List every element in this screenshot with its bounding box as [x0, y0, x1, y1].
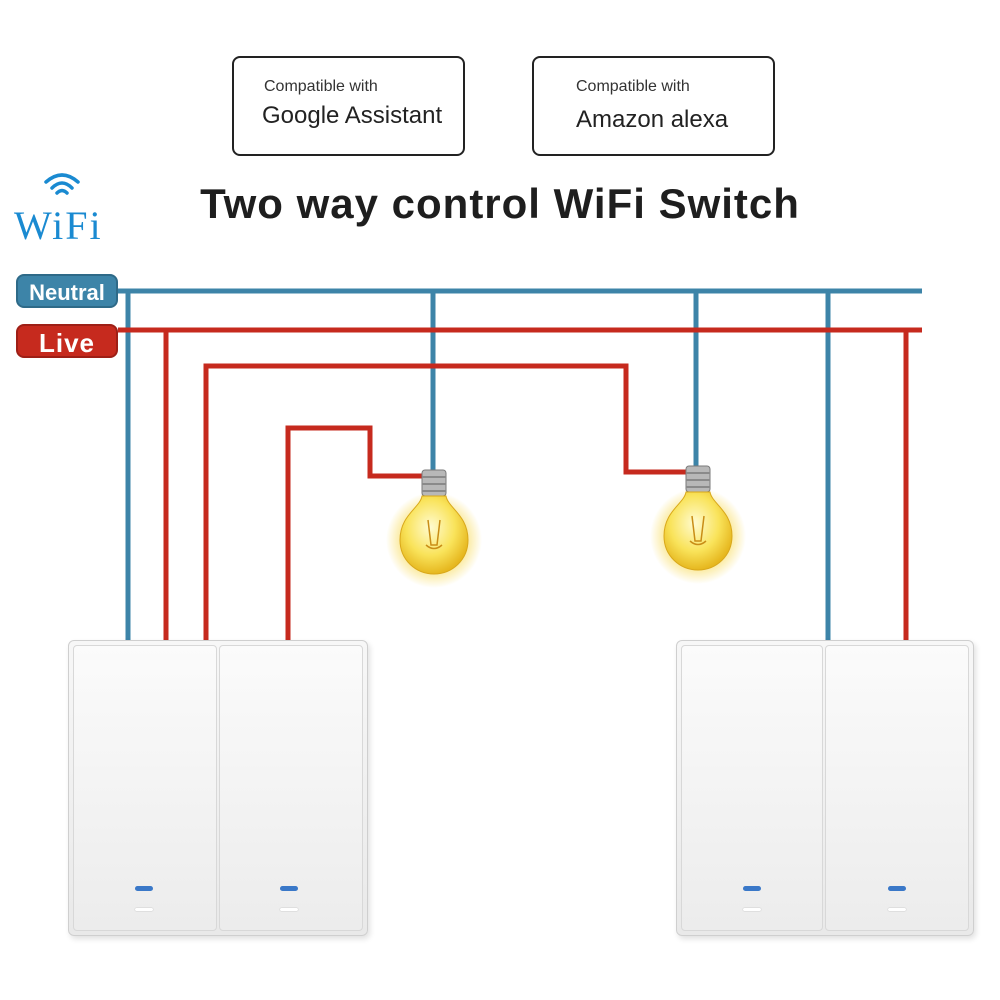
compat-google-label: Google Assistant [262, 102, 443, 129]
page-title: Two way control WiFi Switch [200, 180, 800, 227]
compat-alexa-box: Compatible with Amazon alexa [532, 56, 775, 156]
indicator-line-icon [743, 908, 761, 911]
indicator-line-icon [888, 908, 906, 911]
neutral-wires [118, 288, 922, 640]
compat-alexa-small: Compatible with [576, 78, 690, 95]
live-tag: Live [16, 324, 118, 358]
indicator-led-icon [888, 886, 906, 891]
indicator-line-icon [135, 908, 153, 911]
indicator-line-icon [280, 908, 298, 911]
load-wire-bulb-1 [285, 425, 430, 640]
switch-left-gang-1[interactable] [73, 645, 217, 931]
bulb-1-icon [386, 469, 482, 588]
switch-right-gang-2[interactable] [825, 645, 969, 931]
wifi-signal-icon [44, 173, 80, 195]
wifi-logo: WiFi [12, 170, 122, 250]
compat-google-small: Compatible with [264, 78, 378, 95]
neutral-tag: Neutral [16, 274, 118, 308]
compat-google-box: Compatible with Google Assistant [232, 56, 465, 156]
switch-right-gang-1[interactable] [681, 645, 823, 931]
live-wires [118, 327, 922, 640]
switch-left [68, 640, 368, 936]
load-wire-bulb-2 [203, 363, 692, 640]
indicator-led-icon [135, 886, 153, 891]
indicator-led-icon [743, 886, 761, 891]
wifi-logo-text: WiFi [14, 203, 103, 248]
compat-alexa-label: Amazon alexa [576, 106, 729, 133]
switch-right [676, 640, 974, 936]
bulb-2-icon [650, 465, 746, 584]
indicator-led-icon [280, 886, 298, 891]
switch-left-gang-2[interactable] [219, 645, 363, 931]
